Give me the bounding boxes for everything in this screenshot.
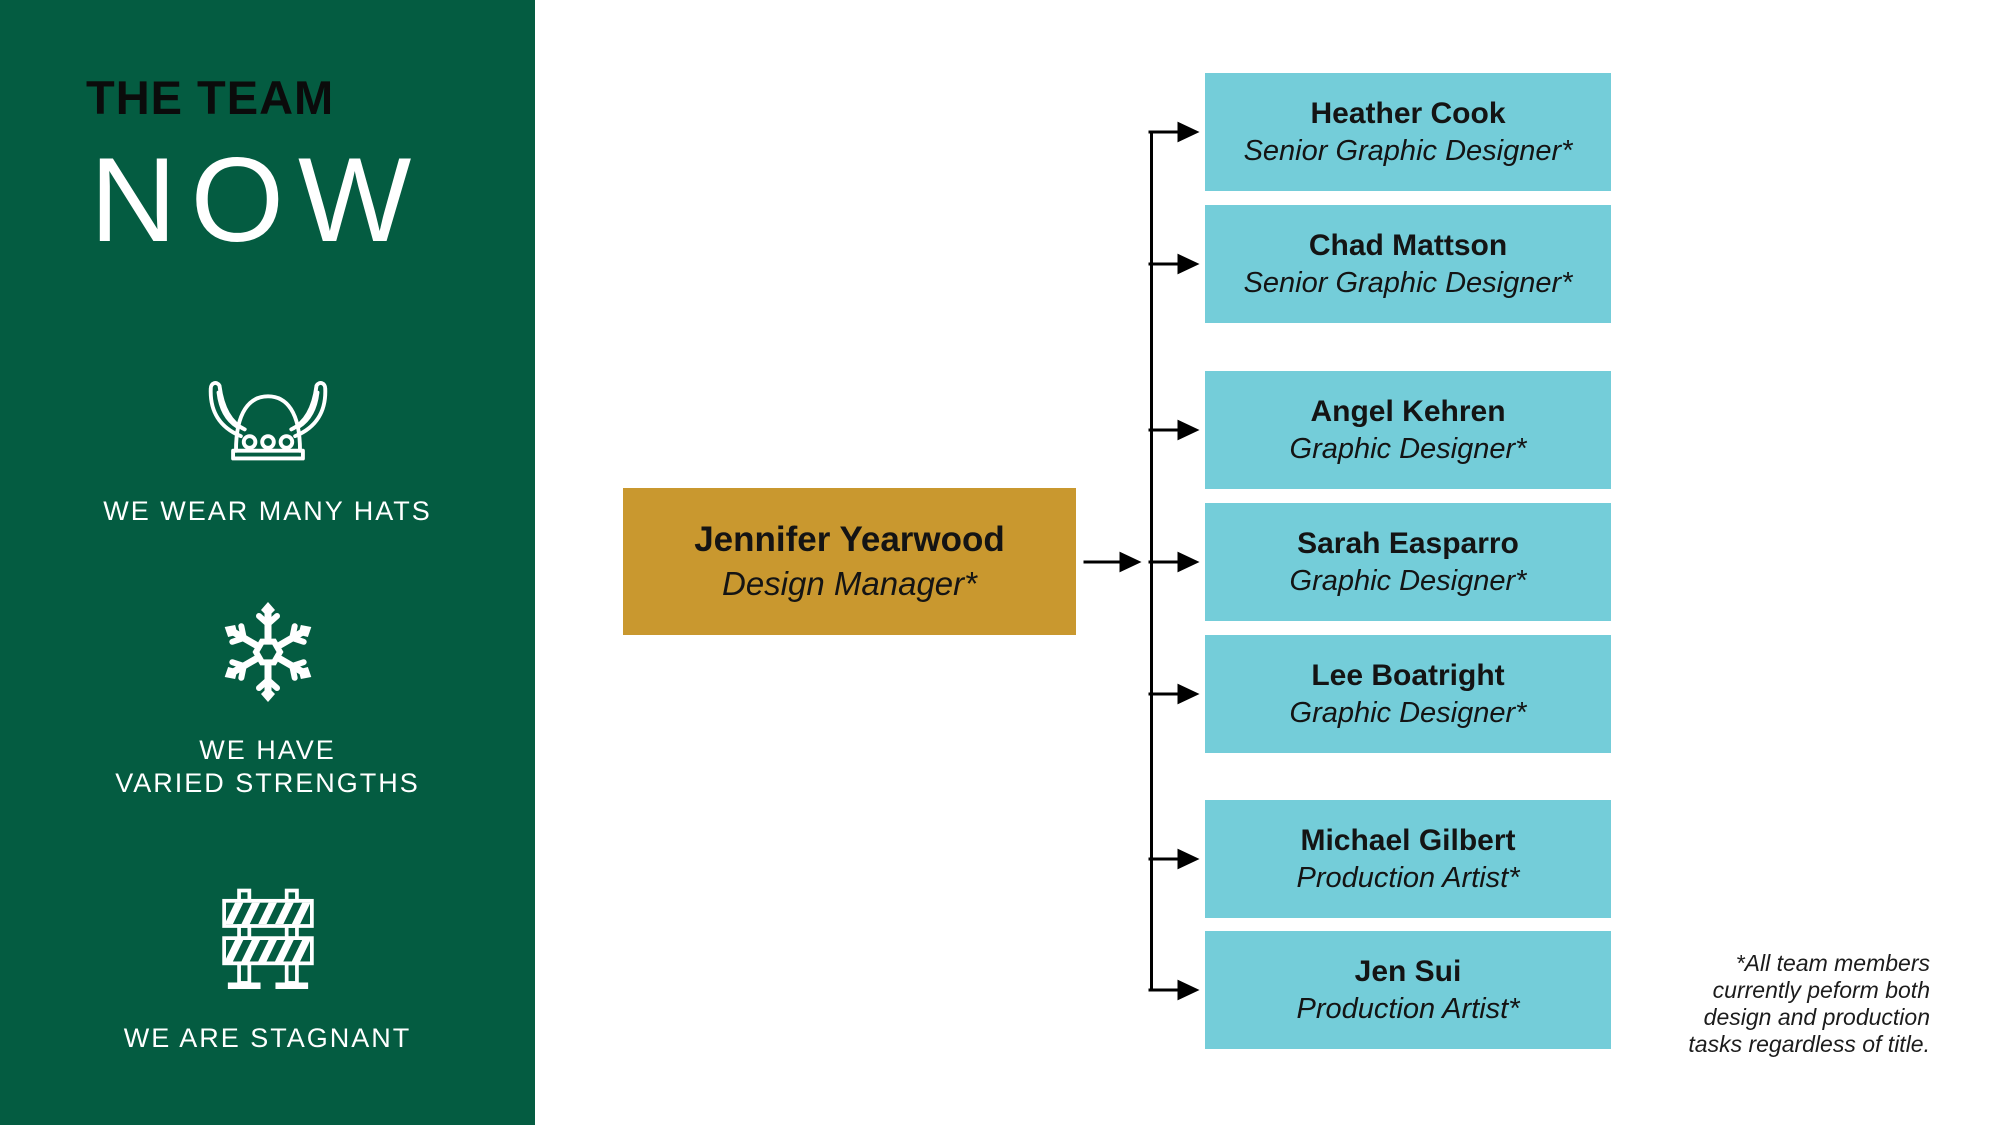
footnote-line2: currently peform both: [1712, 977, 1930, 1003]
member-box-chad-mattson: Chad Mattson Senior Graphic Designer*: [1205, 205, 1611, 323]
member-box-heather-cook: Heather Cook Senior Graphic Designer*: [1205, 73, 1611, 191]
member-box-lee-boatright: Lee Boatright Graphic Designer*: [1205, 635, 1611, 753]
feature-stagnant-label: WE ARE STAGNANT: [123, 1023, 412, 1053]
feature-many-hats: WE WEAR MANY HATS: [0, 376, 535, 528]
sidebar-title-line2: NOW: [90, 133, 426, 267]
connector-arrows: [1083, 121, 1200, 1001]
member-title: Production Artist*: [1296, 861, 1520, 894]
manager-title: Design Manager*: [722, 565, 977, 603]
branch-arrow-2: [1148, 253, 1200, 275]
member-title: Graphic Designer*: [1289, 432, 1527, 465]
member-title: Senior Graphic Designer*: [1243, 134, 1573, 167]
manager-arrow: [1083, 551, 1142, 573]
feature-stagnant: WE ARE STAGNANT: [0, 884, 535, 1055]
feature-many-hats-label: WE WEAR MANY HATS: [103, 496, 432, 526]
member-box-angel-kehren: Angel Kehren Graphic Designer*: [1205, 371, 1611, 489]
member-name: Lee Boatright: [1311, 658, 1505, 692]
member-name: Sarah Easparro: [1297, 526, 1519, 560]
manager-box: Jennifer Yearwood Design Manager*: [623, 488, 1076, 635]
feature-varied-strengths-line2: VARIED STRENGTHS: [115, 768, 420, 798]
sidebar: THE TEAM NOW WE WEAR MANY HATS: [0, 0, 535, 1125]
member-box-jen-sui: Jen Sui Production Artist*: [1205, 931, 1611, 1049]
footnote-line1: *All team members: [1735, 950, 1930, 976]
feature-varied-strengths-label: WE HAVE VARIED STRENGTHS: [115, 734, 420, 800]
construction-barrier-icon: [221, 888, 314, 989]
member-box-michael-gilbert: Michael Gilbert Production Artist*: [1205, 800, 1611, 918]
viking-helmet-icon: [208, 381, 327, 461]
footnote-line4: tasks regardless of title.: [1688, 1031, 1930, 1057]
snowflake-icon: [224, 602, 311, 702]
sidebar-title-line1: THE TEAM: [86, 71, 335, 124]
branch-arrow-3: [1148, 419, 1200, 441]
branch-arrow-5: [1148, 683, 1200, 705]
member-box-sarah-easparro: Sarah Easparro Graphic Designer*: [1205, 503, 1611, 621]
footnote-line3: design and production: [1703, 1004, 1930, 1030]
member-title: Graphic Designer*: [1289, 696, 1527, 729]
member-name: Jen Sui: [1354, 954, 1462, 988]
member-title: Production Artist*: [1296, 992, 1520, 1025]
branch-arrow-4: [1148, 551, 1200, 573]
feature-varied-strengths: WE HAVE VARIED STRENGTHS: [0, 600, 535, 800]
branch-arrow-6: [1148, 848, 1200, 870]
manager-name: Jennifer Yearwood: [694, 520, 1005, 560]
branch-arrow-1: [1148, 121, 1200, 143]
member-title: Graphic Designer*: [1289, 564, 1527, 597]
member-name: Angel Kehren: [1310, 394, 1506, 428]
footnote: *All team members currently peform both …: [1590, 950, 1930, 1058]
member-title: Senior Graphic Designer*: [1243, 266, 1573, 299]
member-name: Michael Gilbert: [1300, 823, 1516, 857]
feature-varied-strengths-line1: WE HAVE: [199, 735, 336, 765]
member-name: Heather Cook: [1310, 96, 1506, 130]
member-name: Chad Mattson: [1308, 228, 1508, 262]
branch-arrow-7: [1148, 979, 1200, 1001]
